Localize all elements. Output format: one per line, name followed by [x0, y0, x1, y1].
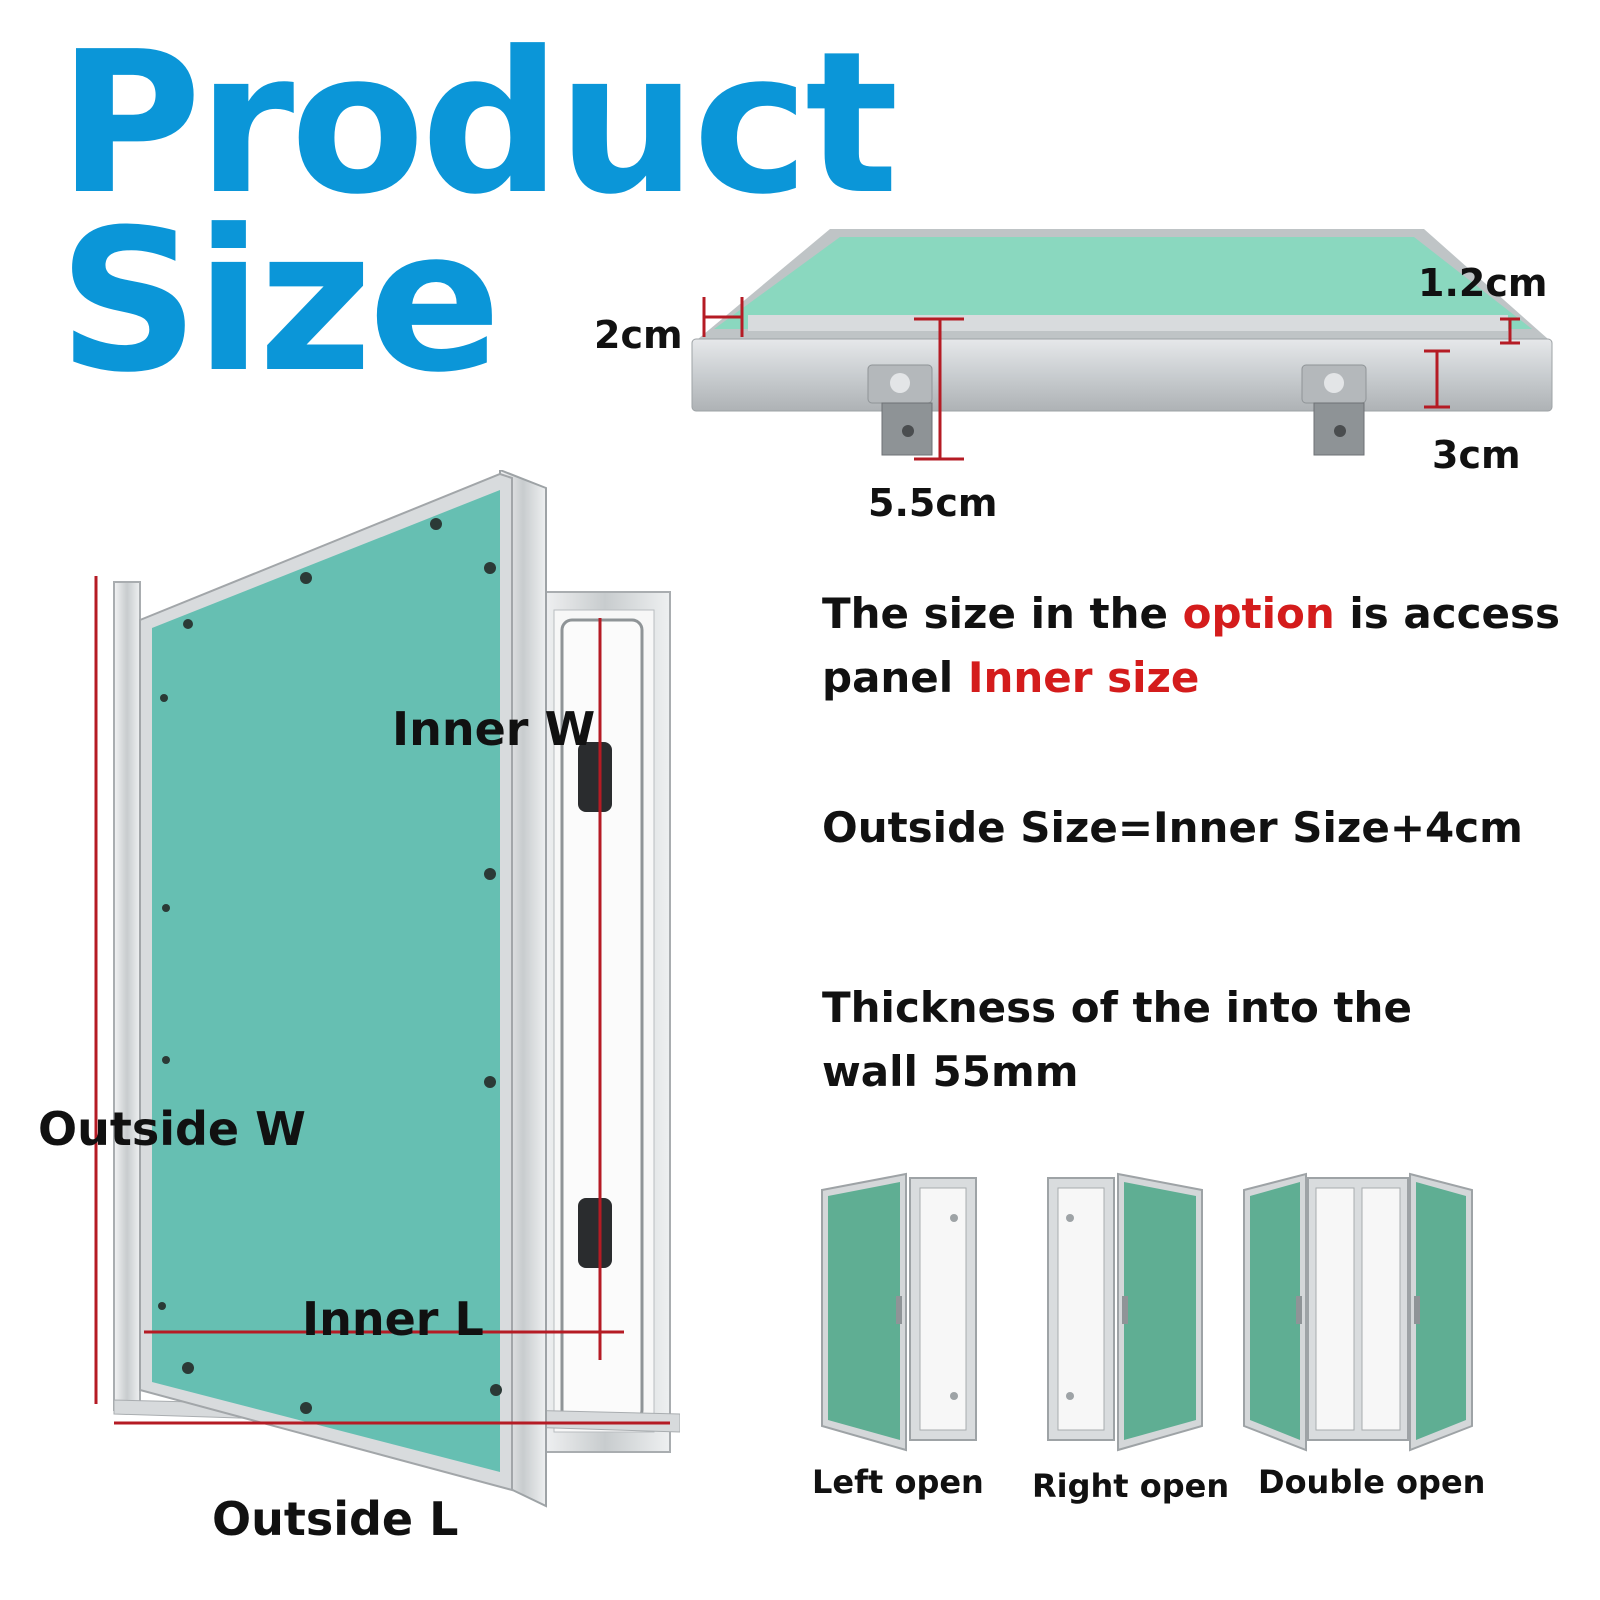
- fixed-frame: [539, 591, 671, 1453]
- inner-l-label: Inner L: [302, 1292, 484, 1346]
- side-inner-lip: [748, 315, 1508, 331]
- info-line1-b: is access panel: [822, 589, 1561, 702]
- side-bracket-right: [1301, 364, 1367, 456]
- side-bracket-left: [867, 364, 933, 456]
- info-outside-size: Outside Size=Inner Size+4cm: [822, 803, 1523, 852]
- variant-right-open-label: Right open: [1032, 1467, 1230, 1505]
- dim-depth-label: 5.5cm: [868, 481, 998, 525]
- info-option-note: The size in the option is access panel I…: [822, 582, 1562, 710]
- info-thickness: Thickness of the into the wall 55mm: [822, 983, 1412, 1096]
- info-option-highlight: option: [1182, 589, 1335, 638]
- latch-bottom: [578, 1198, 612, 1268]
- dim-frame-label: 1.2cm: [1418, 261, 1548, 305]
- dim-lip-label: 2cm: [594, 313, 683, 357]
- side-measure-marks: [702, 297, 1520, 461]
- dim-flange-label: 3cm: [1432, 433, 1521, 477]
- info-inner-size-highlight: Inner size: [967, 653, 1200, 702]
- side-panel-green: [714, 237, 1532, 329]
- variant-double-open-label: Double open: [1258, 1463, 1486, 1501]
- outside-l-label: Outside L: [212, 1492, 459, 1546]
- variant-left-open-label: Left open: [812, 1463, 984, 1501]
- side-front-frame: [691, 338, 1553, 412]
- outside-w-label: Outside W: [38, 1102, 306, 1156]
- variant-double-open: [1243, 1172, 1473, 1452]
- inner-w-label: Inner W: [392, 702, 596, 756]
- variant-right-open: [1047, 1172, 1203, 1452]
- variant-left-open: [821, 1172, 977, 1452]
- main-measure-lines: [94, 576, 670, 1425]
- latch-top: [578, 742, 612, 812]
- door-screws: [158, 518, 502, 1414]
- title-product: Product: [58, 10, 899, 238]
- left-frame-strip: [113, 581, 141, 1411]
- side-view-illustration: [691, 229, 1553, 461]
- title-size: Size: [58, 188, 501, 416]
- door-green-panel: [152, 490, 500, 1472]
- info-line1-a: The size in the: [822, 589, 1168, 638]
- access-panel-illustration: [94, 470, 680, 1508]
